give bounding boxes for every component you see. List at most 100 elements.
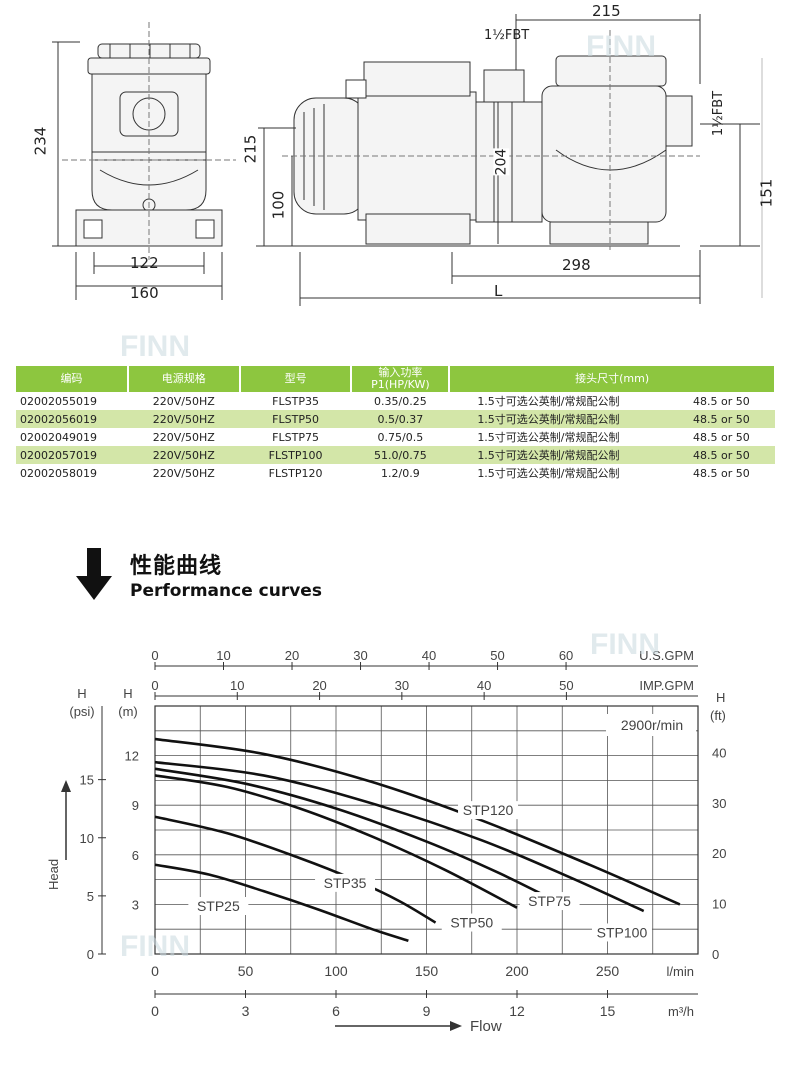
curve-label-stp75: STP75 [528,893,571,909]
dim-side-length-partial: 298 [562,256,591,274]
y-m-axis-label: H [123,686,132,701]
y-ft-tick-label: 0 [712,947,719,962]
down-arrow-icon [76,548,112,600]
y-ft-tick-label: 20 [712,846,726,861]
curve-stp50 [154,774,518,909]
header-input-power: 输入功率 P1(HP/KW) [351,366,451,392]
curve-label-stp50: STP50 [450,915,493,931]
watermark-logo-bottom: FINN [120,930,190,964]
x-lmin-tick-label: 0 [151,963,159,979]
x-lmin-unit: l/min [667,964,694,979]
y-psi-tick-label: 15 [80,773,94,788]
dim-side-height-base: 100 [269,190,288,220]
x-impgpm-tick-label: 40 [477,678,491,693]
header-code: 编码 [16,366,129,392]
curve-label-bg [315,873,376,892]
cell-connector-size: 48.5 or 50 [689,464,775,482]
y-m-tick-label: 9 [132,798,139,813]
cell-connector-note: 1.5寸可选公英制/常规配公制 [449,464,690,482]
cell-connector-size: 48.5 or 50 [689,446,775,464]
curve-label-bg [188,897,249,916]
cell-model: FLSTP75 [239,428,352,446]
y-m-tick-label: 12 [125,749,139,764]
x-impgpm-unit: IMP.GPM [639,678,694,693]
cell-connector-size: 48.5 or 50 [689,410,775,428]
curve-label-stp120: STP120 [463,802,514,818]
cell-model: FLSTP35 [239,392,352,410]
dim-side-outlet-height: 151 [757,178,776,208]
dim-left-height: 234 [31,126,50,156]
y-ft-axis-label: H [716,690,725,705]
x-usgpm-tick-label: 20 [285,648,299,663]
x-usgpm-tick-label: 50 [490,648,504,663]
speed-label: 2900r/min [621,717,683,733]
dim-side-height-total: 215 [241,134,260,164]
table-row: 02002055019 220V/50HZ FLSTP35 0.35/0.25 … [16,392,775,410]
curve-label-stp25: STP25 [197,898,240,914]
y-psi-axis-label: (psi) [69,704,94,719]
cell-connector-note: 1.5寸可选公英制/常规配公制 [449,410,690,428]
watermark-brand: FINN [120,930,190,963]
cell-connector-note: 1.5寸可选公英制/常规配公制 [449,392,690,410]
cell-input-power: 0.5/0.37 [351,410,450,428]
x-usgpm-unit: U.S.GPM [639,648,694,663]
y-ft-tick-label: 10 [712,897,726,912]
curve-stp75 [154,767,563,906]
watermark-logo-mid: FINN [120,330,190,364]
cell-connector-size: 48.5 or 50 [689,428,775,446]
y-psi-axis-label: H [77,686,86,701]
watermark-brand: FINN [590,628,660,661]
performance-chart: 36912H(m)051015H(psi)010203040H(ft)Head0… [46,648,726,1035]
x-m3h-tick-label: 15 [600,1003,616,1019]
y-psi-tick-label: 10 [80,831,94,846]
cell-input-power: 0.35/0.25 [351,392,450,410]
cell-code: 02002058019 [16,464,128,482]
x-lmin-tick-label: 50 [238,963,254,979]
cell-connector-size: 48.5 or 50 [689,392,775,410]
curve-stp120 [154,737,681,906]
x-impgpm-tick-label: 10 [230,678,244,693]
x-m3h-tick-label: 6 [332,1003,340,1019]
cell-input-power: 1.2/0.9 [351,464,450,482]
curve-label-stp35: STP35 [324,875,367,891]
cell-connector-note: 1.5寸可选公英制/常规配公制 [449,428,690,446]
curve-label-stp100: STP100 [597,924,648,940]
x-m3h-unit: m³/h [668,1004,694,1019]
head-arrow-head [61,780,71,792]
curve-stp25 [154,863,409,943]
flow-axis-title: Flow [470,1018,502,1035]
cell-power-supply: 220V/50HZ [127,428,240,446]
cell-power-supply: 220V/50HZ [127,392,240,410]
section-title-cn: 性能曲线 [130,554,223,579]
x-lmin-tick-label: 150 [415,963,439,979]
curve-label-bg [441,913,502,932]
curve-label-bg [591,923,652,942]
x-impgpm-tick-label: 0 [151,678,158,693]
x-m3h-tick-label: 0 [151,1003,159,1019]
x-impgpm-tick-label: 20 [312,678,326,693]
x-impgpm-tick-label: 50 [559,678,573,693]
watermark-logo-chart: FINN [590,628,660,662]
x-m3h-tick-label: 9 [423,1003,431,1019]
front-view-drawing [52,22,236,300]
y-m-tick-label: 6 [132,848,139,863]
cell-model: FLSTP50 [239,410,352,428]
dim-left-width-inner: 122 [130,254,159,272]
curve-label-bg [519,892,580,911]
x-impgpm-tick-label: 30 [395,678,409,693]
cell-code: 02002056019 [16,410,128,428]
x-usgpm-tick-label: 10 [216,648,230,663]
y-ft-tick-label: 30 [712,796,726,811]
x-usgpm-tick-label: 60 [559,648,573,663]
dim-left-width-outer: 160 [130,284,159,302]
table-row: 02002056019 220V/50HZ FLSTP50 0.5/0.37 1… [16,410,775,428]
cell-code: 02002057019 [16,446,128,464]
cell-model: FLSTP100 [239,446,352,464]
x-m3h-tick-label: 12 [509,1003,525,1019]
x-lmin-tick-label: 200 [505,963,529,979]
y-psi-tick-label: 5 [87,889,94,904]
spec-table-header: 编码 电源规格 型号 输入功率 P1(HP/KW) 接头尺寸(mm) [16,366,776,392]
head-axis-title: Head [46,859,61,890]
curve-stp100 [154,760,645,913]
table-row: 02002057019 220V/50HZ FLSTP100 51.0/0.75… [16,446,775,464]
